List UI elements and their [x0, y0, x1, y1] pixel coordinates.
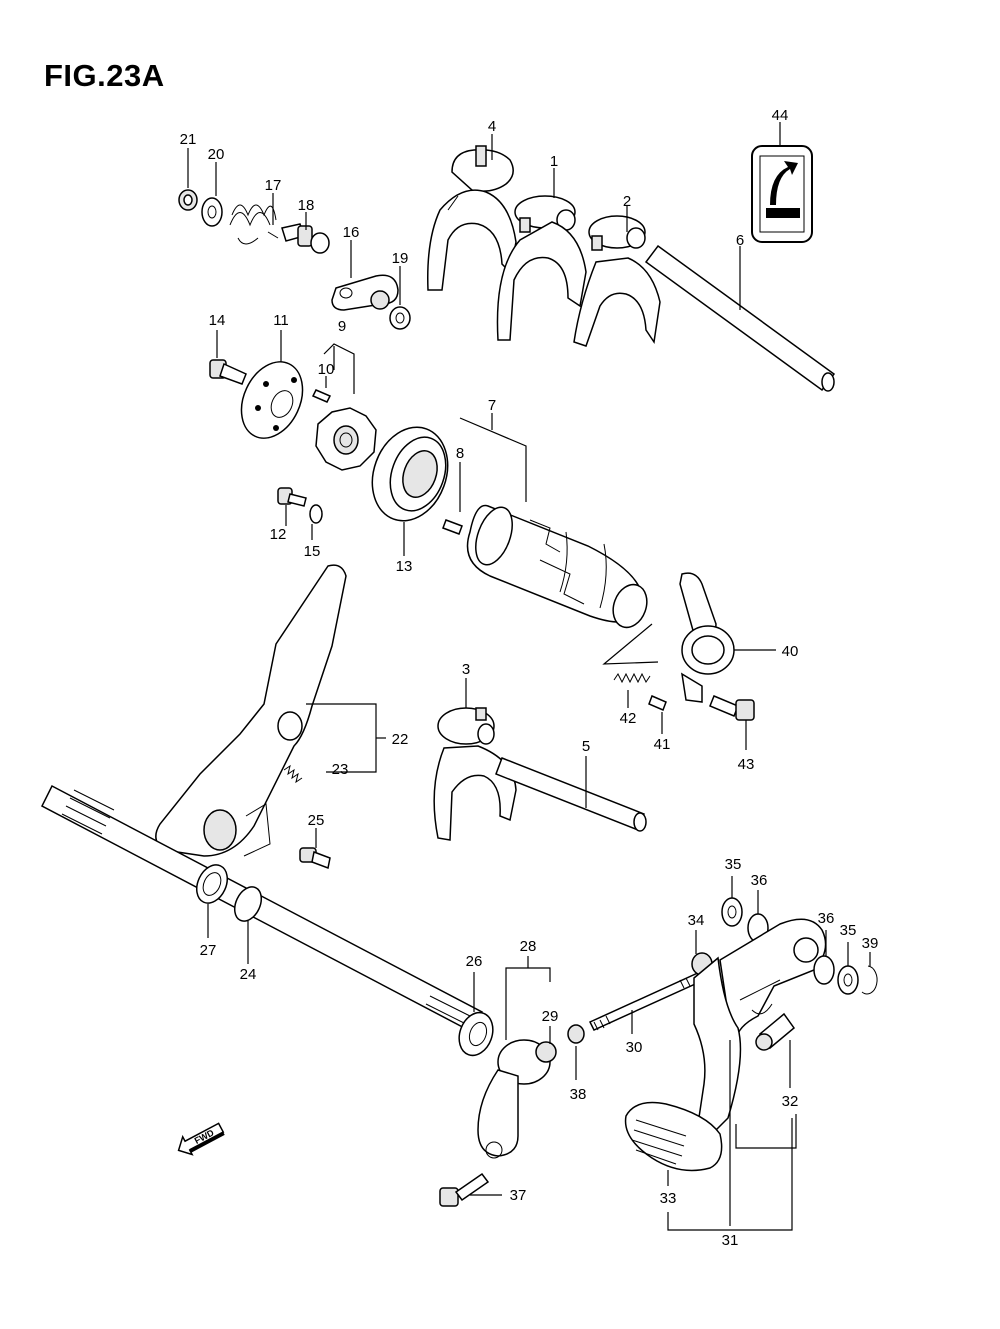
callout-21: 21 — [180, 131, 197, 148]
callout-33: 33 — [660, 1190, 677, 1207]
part-42-spring — [613, 672, 651, 684]
callout-1: 1 — [550, 153, 558, 170]
callout-36-top: 36 — [751, 872, 768, 889]
callout-39: 39 — [862, 935, 879, 952]
callout-42: 42 — [620, 710, 637, 727]
figure-title: FIG.23A — [44, 58, 165, 93]
callout-37: 37 — [510, 1187, 527, 1204]
callout-35-top: 35 — [725, 856, 742, 873]
callout-4: 4 — [488, 118, 496, 135]
callout-15: 15 — [304, 543, 321, 560]
part-27-seal — [196, 864, 228, 904]
part-28-gearshift-lever — [477, 1039, 557, 1159]
callout-6: 6 — [736, 232, 744, 249]
callout-20: 20 — [208, 146, 225, 163]
part-19-washer — [389, 306, 411, 330]
part-18-bolt — [281, 223, 330, 254]
part-5-shift-fork-shaft — [495, 757, 647, 832]
part-26-oil-seal — [458, 1011, 494, 1057]
callout-17: 17 — [265, 177, 282, 194]
part-39-circlip — [861, 965, 878, 995]
callout-2: 2 — [623, 193, 631, 210]
callout-27: 27 — [200, 942, 217, 959]
part-32-pivot-bolt — [755, 1012, 796, 1051]
callout-12: 12 — [270, 526, 287, 543]
callout-18: 18 — [298, 197, 315, 214]
part-35-washer-right — [837, 965, 859, 995]
callout-32: 32 — [782, 1093, 799, 1110]
callout-34: 34 — [688, 912, 705, 929]
callout-19: 19 — [392, 250, 409, 267]
callout-43: 43 — [738, 756, 755, 773]
part-4-shift-fork — [427, 145, 517, 291]
part-30-gearshift-rod — [588, 971, 706, 1031]
part-9-cam-stopper-plate — [315, 407, 377, 471]
callout-9: 9 — [338, 318, 346, 335]
part-23-spring — [283, 764, 303, 784]
part-41-pin — [648, 695, 667, 711]
part-25-bolt — [299, 847, 331, 870]
part-22-gearshift-arm — [155, 564, 347, 857]
part-2-shift-fork — [573, 215, 661, 347]
part-36-washer-right — [813, 955, 835, 985]
callout-38: 38 — [570, 1086, 587, 1103]
callout-29: 29 — [542, 1008, 559, 1025]
part-7-shift-drum — [466, 504, 648, 629]
callout-35-right: 35 — [840, 922, 857, 939]
callout-44: 44 — [772, 107, 789, 124]
callout-14: 14 — [209, 312, 226, 329]
callout-23: 23 — [332, 761, 349, 778]
part-10-pin — [311, 389, 332, 403]
part-1-shift-fork — [496, 195, 587, 341]
callout-16: 16 — [343, 224, 360, 241]
callout-30: 30 — [626, 1039, 643, 1056]
callout-40: 40 — [782, 643, 799, 660]
part-33-pedal-rubber — [624, 1101, 723, 1172]
callout-13: 13 — [396, 558, 413, 575]
part-44-label — [751, 145, 813, 243]
callout-25: 25 — [308, 812, 325, 829]
callout-8: 8 — [456, 445, 464, 462]
part-12-bolt — [277, 487, 307, 507]
part-38-nut — [567, 1024, 585, 1044]
callout-7: 7 — [488, 397, 496, 414]
fwd-arrow-icon: FWD — [177, 1122, 225, 1156]
callout-24: 24 — [240, 966, 257, 983]
callout-28: 28 — [520, 938, 537, 955]
callout-26: 26 — [466, 953, 483, 970]
part-37-bolt — [439, 1172, 490, 1207]
callout-10: 10 — [318, 361, 335, 378]
part-15-washer — [309, 504, 323, 524]
part-gearshift-shaft — [41, 784, 483, 1034]
callout-31: 31 — [722, 1232, 739, 1249]
part-16-stopper-arm — [331, 274, 399, 311]
part-8-pin — [442, 519, 463, 535]
part-35-washer-top — [721, 897, 743, 927]
part-17-spring — [229, 204, 279, 245]
callout-36-right: 36 — [818, 910, 835, 927]
part-24-washer — [233, 886, 263, 922]
part-40-neutral-switch — [679, 572, 735, 703]
part-6-shift-fork-shaft — [644, 244, 836, 392]
part-31-gearshift-pedal — [693, 918, 827, 1140]
part-43-bolt — [709, 695, 755, 721]
callout-3: 3 — [462, 661, 470, 678]
part-21-nut — [178, 189, 198, 211]
callout-22: 22 — [392, 731, 409, 748]
part-11-cam-guide-disc — [240, 361, 304, 439]
callout-5: 5 — [582, 738, 590, 755]
part-13-bearing — [371, 426, 449, 522]
part-14-bolt — [209, 359, 247, 385]
callout-41: 41 — [654, 736, 671, 753]
part-20-washer — [201, 197, 223, 227]
callout-11: 11 — [273, 312, 289, 329]
